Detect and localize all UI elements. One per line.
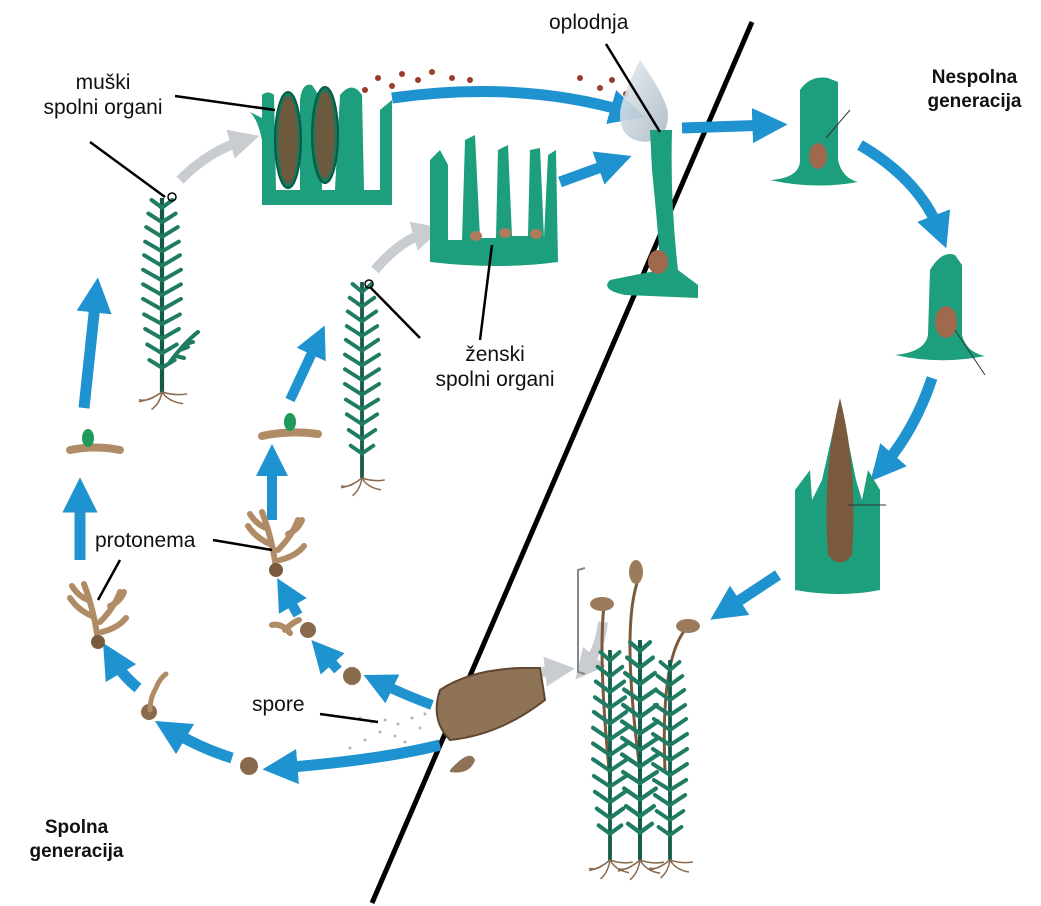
young-bud-inner	[262, 413, 318, 436]
male-organs-label: muški spolni organi	[28, 70, 178, 120]
flow-arrow-icon	[84, 295, 96, 408]
embryo-stage-1	[770, 78, 858, 186]
male-organs-label-line2: spolni organi	[28, 95, 178, 120]
flow-arrow-icon	[285, 592, 298, 615]
flow-arrow-icon	[322, 652, 338, 670]
flow-arrow-icon	[170, 730, 232, 758]
flow-arrow-icon	[280, 745, 440, 768]
generation-divider-line	[372, 22, 752, 903]
flow-arrow-icon	[180, 140, 245, 180]
flow-arrow-icon	[585, 622, 603, 668]
flow-arrow-icon	[375, 232, 428, 270]
protonema-label: protonema	[95, 528, 195, 553]
flow-arrow-icon	[682, 125, 770, 128]
female-gametophyte-plant	[341, 282, 385, 496]
asexual-generation-label-line1: Nespolna	[912, 66, 1037, 90]
flow-arrow-icon	[882, 378, 932, 468]
sexual-generation-label: Spolna generacija	[14, 816, 139, 864]
flow-arrow-icon	[542, 670, 560, 672]
flow-arrow-icon	[725, 575, 778, 610]
flow-arrow-icon	[392, 92, 628, 112]
protonema-outer	[70, 584, 126, 649]
female-organs-tissue	[430, 135, 558, 266]
young-bud-outer	[70, 429, 120, 450]
female-organs-label-line2: spolni organi	[420, 367, 570, 392]
protonema-sprout-small	[150, 674, 166, 710]
female-organs-label-line1: ženski	[420, 342, 570, 367]
spores	[141, 622, 361, 775]
male-organs-label-line1: muški	[28, 70, 178, 95]
protonema-small-inner	[272, 620, 299, 633]
fertilization-label: oplodnja	[549, 10, 628, 35]
protonema-inner	[248, 512, 304, 577]
flow-arrow-icon	[378, 682, 432, 705]
sexual-generation-label-line2: generacija	[14, 840, 139, 864]
flow-arrow-icon	[112, 658, 138, 688]
spores-label: spore	[252, 692, 305, 717]
embryo-stage-2	[895, 254, 985, 360]
sporophyte-young	[795, 398, 880, 594]
asexual-generation-label-line2: generacija	[912, 90, 1037, 114]
asexual-generation-label: Nespolna generacija	[912, 66, 1037, 114]
sexual-generation-label-line1: Spolna	[14, 816, 139, 840]
leader-lines	[90, 44, 660, 722]
flow-arrow-icon	[290, 340, 318, 400]
flow-arrow-icon	[860, 145, 940, 232]
flow-arrow-icon	[560, 162, 615, 182]
mature-moss-with-capsules	[578, 560, 700, 880]
female-organs-label: ženski spolni organi	[420, 342, 570, 392]
male-gametophyte-plant	[139, 198, 187, 409]
